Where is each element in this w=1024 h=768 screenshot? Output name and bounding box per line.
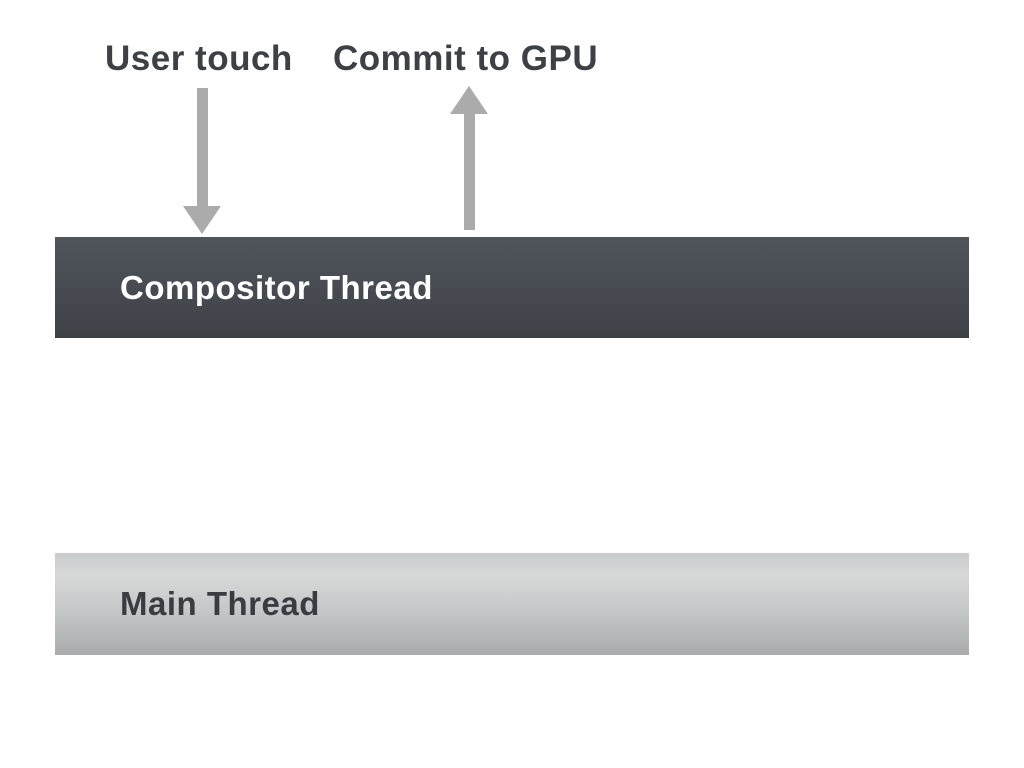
- down-arrow-head: [183, 206, 221, 234]
- commit-to-gpu-label: Commit to GPU: [333, 39, 599, 78]
- up-arrow-head: [450, 86, 488, 114]
- main-thread-bar-label: Main Thread: [120, 585, 320, 622]
- commit-to-gpu-up-arrow-icon: [450, 86, 488, 230]
- user-touch-label: User touch: [105, 39, 293, 78]
- user-touch-down-arrow-icon: [183, 88, 221, 234]
- down-arrow-shaft: [196, 88, 208, 206]
- main-thread-bar: Main Thread: [55, 553, 969, 655]
- up-arrow-shaft: [463, 114, 475, 230]
- compositor-thread-bar: Compositor Thread: [55, 237, 969, 338]
- compositor-thread-bar-label: Compositor Thread: [120, 268, 433, 306]
